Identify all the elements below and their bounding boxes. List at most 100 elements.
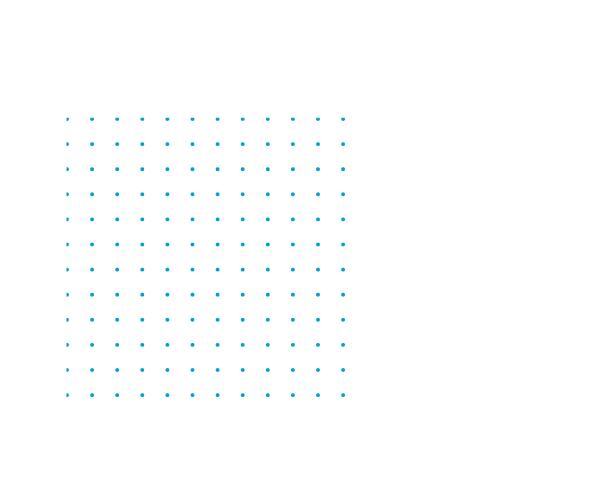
grid-dot [215,242,220,247]
grid-dot [291,393,295,397]
grid-dot [341,117,345,121]
grid-dot [190,242,195,247]
grid-dot [90,292,94,297]
grid-dot [240,192,245,197]
grid-dot [140,368,145,372]
grid-dot [316,217,320,222]
grid-dot [140,117,145,121]
grid-dot [190,217,195,222]
grid-dot [240,368,245,372]
grid-dot [215,217,220,222]
grid-dot [190,192,195,197]
grid-dot [215,167,220,172]
grid-dot [90,267,94,272]
grid-dot [265,368,270,372]
grid-dot [66,192,69,197]
grid-dot [66,317,69,322]
grid-dot [291,368,295,372]
grid-dot [140,192,145,197]
grid-dot [215,393,220,397]
grid-dot [165,317,170,322]
grid-dot [265,242,270,247]
grid-dot [115,217,120,222]
grid-dot [316,167,320,172]
grid-dot [90,393,94,397]
grid-dot [265,267,270,272]
grid-dot [115,343,120,347]
grid-dot [215,192,220,197]
grid-dot [66,343,69,347]
grid-dot [316,317,320,322]
grid-dot [240,393,245,397]
grid-dot [190,117,195,121]
grid-dot [165,368,170,372]
grid-dot [240,242,245,247]
grid-dot [165,393,170,397]
grid-dot [265,393,270,397]
grid-dot [140,217,145,222]
grid-dot [316,267,320,272]
grid-dot [316,343,320,347]
grid-dot [115,142,120,147]
grid-dot [66,217,69,222]
grid-dot [115,117,120,121]
grid-dot [140,292,145,297]
grid-dot [165,292,170,297]
grid-dot [90,142,94,147]
grid-dot [341,217,345,222]
grid-dot [341,142,345,147]
grid-dot [66,368,69,372]
grid-dot [140,267,145,272]
grid-dot [291,317,295,322]
grid-dot [115,267,120,272]
grid-dot [316,368,320,372]
grid-dot [291,142,295,147]
grid-dot [265,343,270,347]
grid-dot [316,393,320,397]
grid-dot [240,343,245,347]
grid-dot [140,317,145,322]
grid-dot [265,142,270,147]
grid-dot [265,292,270,297]
grid-dot [90,343,94,347]
grid-dot [215,368,220,372]
grid-dot [66,267,69,272]
grid-dot [115,192,120,197]
grid-dot [165,117,170,121]
grid-dot [90,167,94,172]
grid-dot [291,242,295,247]
grid-dot [341,167,345,172]
grid-dot [316,242,320,247]
grid-dot [240,317,245,322]
grid-dot [115,242,120,247]
grid-dot [90,217,94,222]
grid-dot [240,267,245,272]
grid-dot [291,117,295,121]
grid-dot [140,393,145,397]
grid-dot [90,117,94,121]
grid-dot [215,317,220,322]
grid-dot [291,217,295,222]
grid-dot [165,217,170,222]
grid-dot [140,167,145,172]
grid-dot [115,292,120,297]
grid-dot [66,393,69,397]
grid-dot [291,192,295,197]
grid-dot [265,217,270,222]
grid-dot [165,267,170,272]
grid-dot [291,292,295,297]
grid-dot [265,192,270,197]
grid-dot [215,267,220,272]
grid-dot [165,192,170,197]
grid-dot [140,343,145,347]
grid-dot [291,267,295,272]
grid-dot [240,292,245,297]
grid-dot [215,292,220,297]
grid-dot [190,292,195,297]
grid-dot [341,393,345,397]
grid-dot [341,242,345,247]
grid-dot [66,167,69,172]
grid-dot [341,317,345,322]
